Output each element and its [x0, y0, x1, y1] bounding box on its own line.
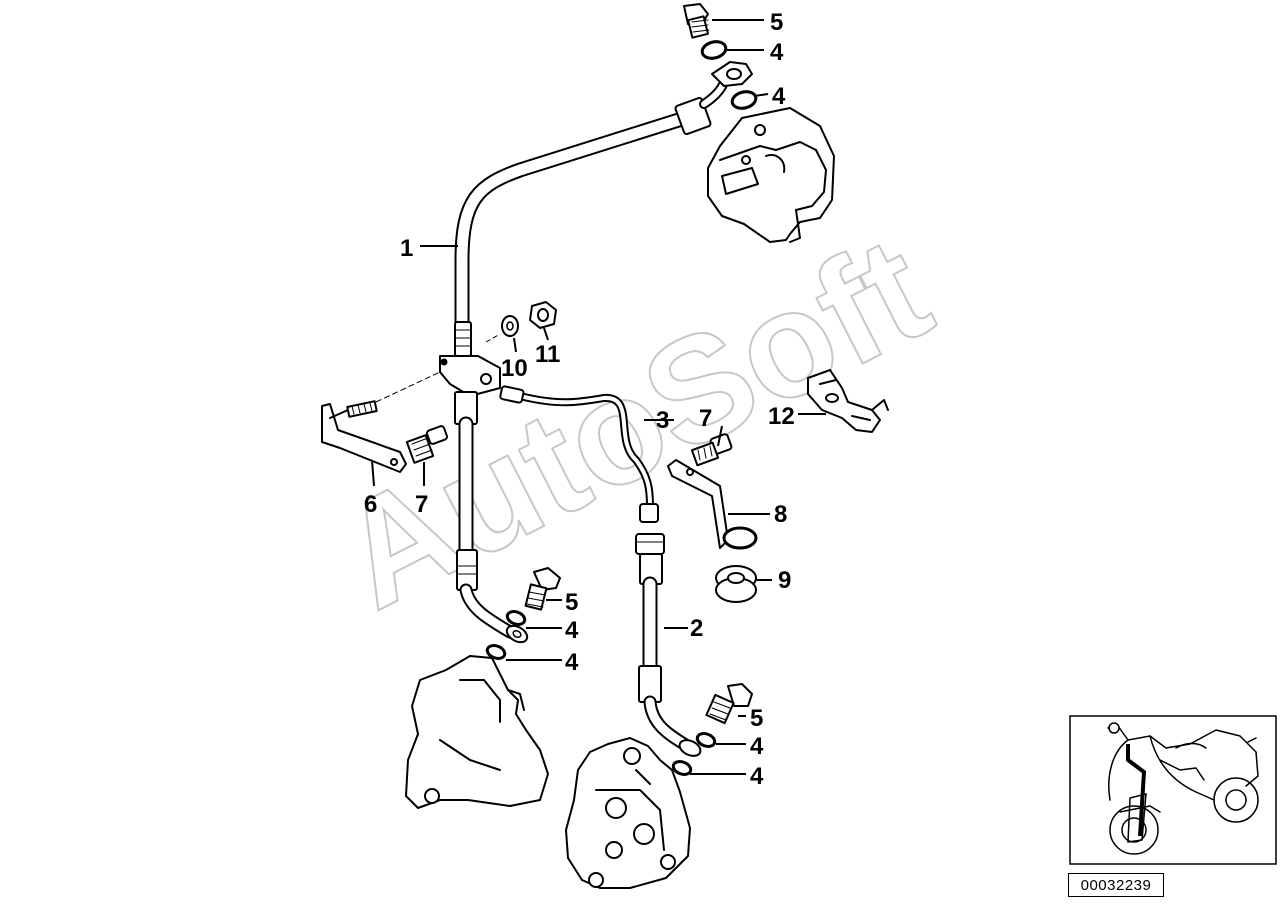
master-cylinder: [707, 107, 835, 243]
top-seal-b: [730, 90, 758, 110]
caliper-left: [405, 655, 549, 809]
caliper-right: [565, 737, 691, 889]
screw-right: [690, 433, 733, 467]
left-seal-b: [485, 644, 507, 660]
callout-bracket-right: 8: [774, 501, 787, 528]
callout-top-seal-b: 4: [772, 83, 786, 110]
right-seal-a: [695, 732, 717, 748]
callout-hose-2: 2: [690, 615, 703, 642]
right-banjo-bolt: [705, 683, 753, 725]
bracket-right: [667, 459, 729, 549]
callout-hose-1: 1: [400, 235, 413, 262]
hose-clip: [807, 369, 889, 433]
callout-screw-right: 7: [699, 405, 712, 432]
motorcycle-thumbnail: [1069, 715, 1277, 865]
callout-right-seal-a: 4: [750, 733, 764, 760]
callout-hose-3: 3: [656, 407, 669, 434]
brake-hose-2: [635, 533, 702, 757]
callout-nut: 11: [535, 341, 560, 368]
callout-bracket-left: 6: [364, 491, 377, 518]
left-banjo-bolt: [524, 567, 561, 611]
callout-top-bolt: 5: [770, 9, 783, 36]
callout-right-seal-b: 4: [750, 763, 764, 790]
top-seal-a: [700, 40, 728, 60]
leader-lines: [371, 19, 826, 775]
bracket-ring: [722, 526, 758, 550]
right-seal-b: [671, 760, 693, 776]
callouts: 1 2 3 5 4 4 10 11 6 7 7 8 9 12 5 4 4 5 4…: [364, 9, 795, 790]
callout-left-seal-a: 4: [565, 617, 579, 644]
diagram-id-label: 00032239: [1068, 873, 1164, 897]
bracket-left: [321, 400, 407, 473]
grommet: [715, 565, 757, 603]
callout-grommet: 9: [778, 567, 791, 594]
callout-washer: 10: [501, 355, 528, 382]
callout-clip: 12: [768, 403, 795, 430]
nut: [529, 301, 557, 329]
callout-screw-left: 7: [415, 491, 428, 518]
top-banjo-bolt: [683, 3, 710, 39]
callout-left-bolt: 5: [565, 589, 578, 616]
brake-pipe-3: [499, 385, 659, 523]
left-seal-a: [505, 610, 527, 626]
callout-top-seal-a: 4: [770, 39, 784, 66]
callout-right-bolt: 5: [750, 705, 763, 732]
screw-left: [405, 425, 449, 464]
top-banjo: [711, 61, 753, 87]
callout-left-seal-b: 4: [565, 649, 579, 676]
